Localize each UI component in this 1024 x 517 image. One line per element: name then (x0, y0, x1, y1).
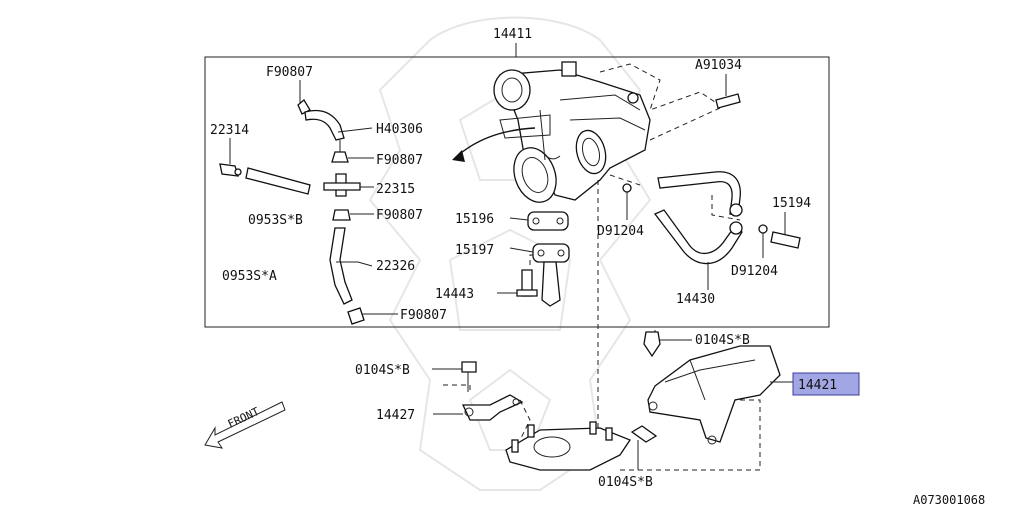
label-14421[interactable]: 14421 (798, 378, 837, 393)
heat-shield-assembly (432, 331, 793, 471)
label-A91034[interactable]: A91034 (695, 58, 742, 73)
diagram-reference-code: A073001068 (913, 493, 985, 507)
label-H40306[interactable]: H40306 (376, 122, 423, 137)
label-D91204-right[interactable]: D91204 (731, 264, 778, 279)
label-22314[interactable]: 22314 (210, 123, 249, 138)
label-F90807-top[interactable]: F90807 (266, 65, 313, 80)
turbocharger (493, 61, 651, 203)
label-0953S-B[interactable]: 0953S*B (248, 213, 303, 228)
label-14427[interactable]: 14427 (376, 408, 415, 423)
oil-pipe-right (622, 74, 801, 290)
label-0953S-A[interactable]: 0953S*A (222, 269, 277, 284)
label-14411[interactable]: 14411 (493, 27, 532, 42)
label-0104S-B-left[interactable]: 0104S*B (355, 363, 410, 378)
front-direction-arrow (204, 401, 286, 449)
label-F90807-upper[interactable]: F90807 (376, 153, 423, 168)
label-F90807-mid[interactable]: F90807 (376, 208, 423, 223)
label-14430[interactable]: 14430 (676, 292, 715, 307)
hose-assembly-left (219, 80, 398, 325)
label-F90807-bottom[interactable]: F90807 (400, 308, 447, 323)
label-15196[interactable]: 15196 (455, 212, 494, 227)
label-22326[interactable]: 22326 (376, 259, 415, 274)
assembly-frame (204, 56, 830, 328)
label-15194[interactable]: 15194 (772, 196, 811, 211)
label-D91204-left[interactable]: D91204 (597, 224, 644, 239)
label-0104S-B-bottom[interactable]: 0104S*B (598, 475, 653, 490)
label-14443[interactable]: 14443 (435, 287, 474, 302)
label-0104S-B-right[interactable]: 0104S*B (695, 333, 750, 348)
label-22315[interactable]: 22315 (376, 182, 415, 197)
label-front: FRONT (226, 405, 262, 431)
highlight-box-14421[interactable] (792, 372, 860, 396)
gasket-pipe-center (497, 211, 570, 307)
label-15197[interactable]: 15197 (455, 243, 494, 258)
